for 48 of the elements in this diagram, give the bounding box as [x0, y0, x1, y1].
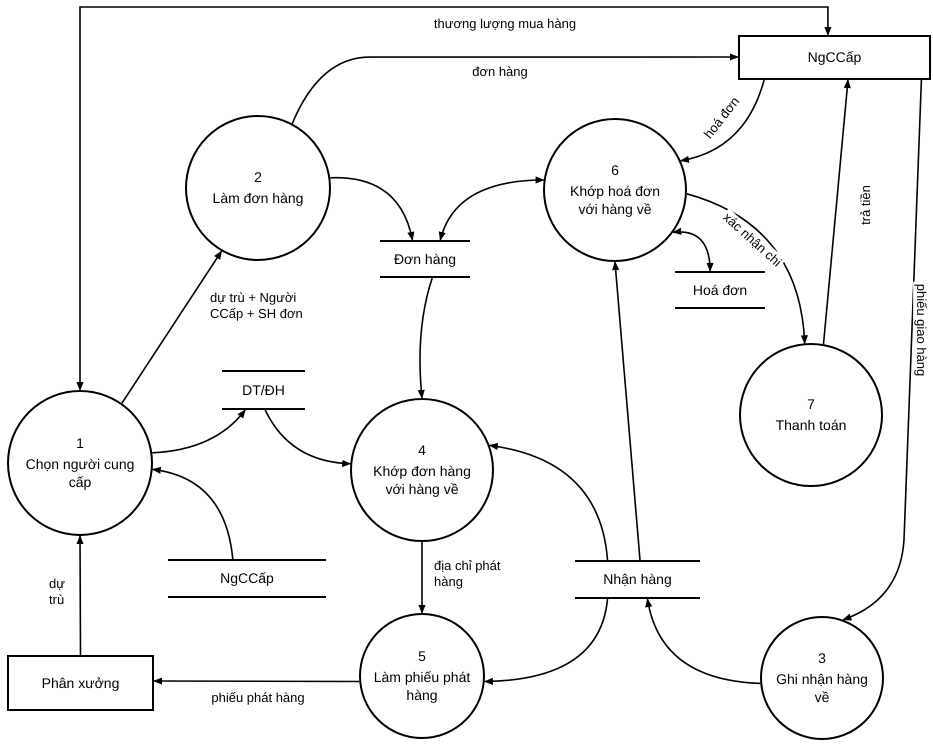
- store-name: Hoá đơn: [692, 280, 748, 300]
- entity-name: NgCCấp: [808, 48, 862, 67]
- arrow: [292, 53, 739, 124]
- process-name: Ghi nhận hàng về: [775, 671, 869, 706]
- arrow: [672, 228, 714, 272]
- arrow: [686, 193, 808, 344]
- process-number: 2: [254, 168, 262, 186]
- process-name: Làm đơn hàng: [212, 190, 304, 208]
- process-name: Khớp hoá đơn với hàng về: [569, 183, 661, 218]
- process-name: Làm phiếu phát hàng: [372, 669, 472, 704]
- arrow: [439, 176, 545, 241]
- arrow: [842, 80, 922, 620]
- arrow: [418, 542, 426, 614]
- edge-label: phiếu giao hàng: [912, 282, 930, 378]
- store-name: Nhận hàng: [603, 570, 672, 589]
- edge-label: phiếu phát hàng: [209, 690, 307, 706]
- external-entity-box: [738, 35, 931, 80]
- edge-label: thương lượng mua hàng: [432, 16, 578, 32]
- arrow: [680, 80, 765, 163]
- process-number: 3: [818, 650, 826, 668]
- store-name: DT/ĐH: [242, 380, 285, 400]
- process-number: 4: [418, 442, 426, 460]
- arrow: [330, 177, 414, 241]
- arrow: [76, 6, 832, 391]
- arrow: [153, 677, 360, 685]
- process-number: 7: [807, 396, 815, 413]
- arrow: [264, 410, 352, 467]
- edge-label: đơn hàng: [470, 64, 530, 80]
- process-number: 1: [76, 434, 84, 452]
- store-name: NgCCấp: [220, 569, 274, 588]
- arrow: [121, 250, 222, 404]
- process-name: Chọn người cung cấp: [25, 456, 135, 492]
- arrow: [488, 443, 608, 560]
- process-number: 6: [611, 162, 619, 180]
- process-name: Khớp đơn hàng với hàng về: [372, 463, 472, 498]
- process-number: 5: [418, 648, 426, 666]
- process-name: Thanh toán: [776, 417, 846, 434]
- entity-name: Phân xưởng: [42, 674, 120, 693]
- arrow: [484, 598, 608, 685]
- arrow: [822, 79, 851, 344]
- arrow: [152, 467, 234, 560]
- arrow: [612, 261, 641, 560]
- store-name: Đơn hàng: [394, 250, 456, 269]
- arrow: [418, 278, 433, 399]
- arrow: [152, 409, 246, 454]
- arrow: [646, 598, 760, 684]
- external-entity-box: [7, 655, 154, 711]
- arrow: [76, 535, 84, 655]
